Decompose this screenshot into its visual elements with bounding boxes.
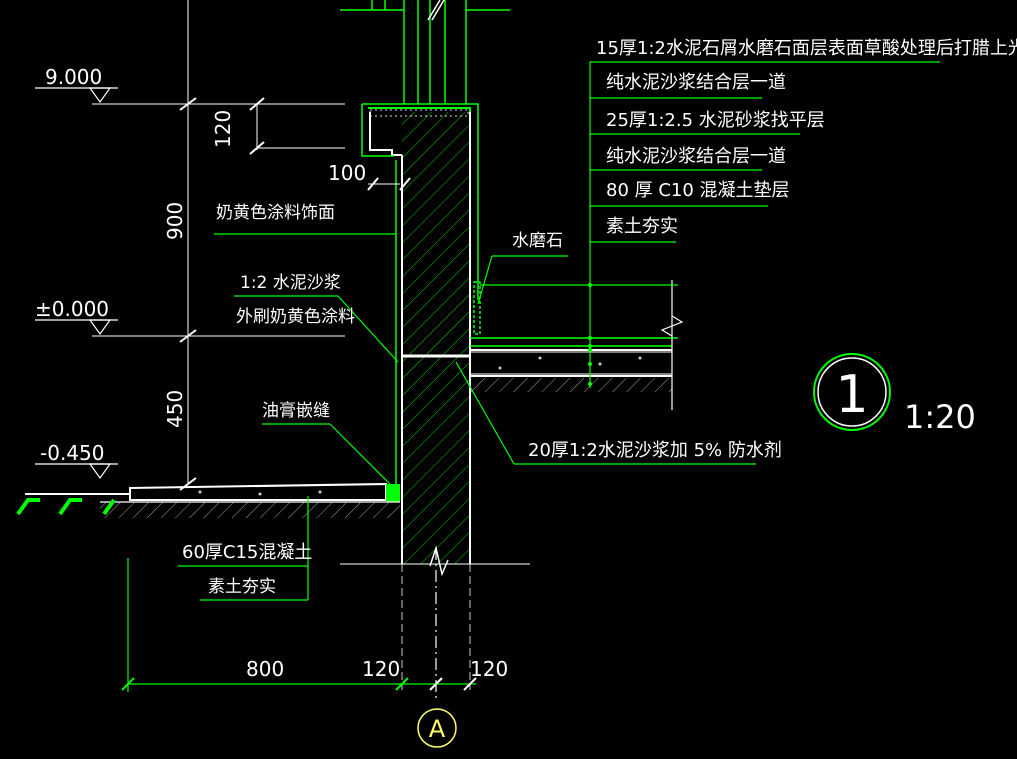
layer-2: 纯水泥沙浆结合层一道 [606, 72, 786, 93]
wall-section [340, 0, 530, 700]
layer-callout: 15厚1:2水泥石屑水磨石面层表面草酸处理后打腊上光 纯水泥沙浆结合层一道 25… [588, 38, 1017, 388]
dim-120-right: 120 [470, 657, 508, 681]
label-soil: 素土夯实 [208, 577, 276, 597]
leader-labels: 奶黄色涂料饰面 水磨石 1:2 水泥沙浆 外刷奶黄色涂料 20厚1:2水泥沙浆加… [178, 203, 782, 601]
elevation-top: 9.000 [45, 65, 102, 89]
label-mortar-2: 外刷奶黄色涂料 [236, 307, 355, 327]
dim-800: 800 [246, 657, 284, 681]
elevation-zero: ±0.000 [35, 297, 109, 321]
horizontal-dimensions: 800 120 120 [121, 558, 508, 692]
exterior-ground [16, 482, 400, 518]
interior-floor [469, 280, 684, 410]
layer-6: 素土夯实 [606, 216, 678, 237]
label-waterproof: 20厚1:2水泥沙浆加 5% 防水剂 [528, 440, 782, 461]
label-asphalt-joint: 油膏嵌缝 [262, 400, 330, 421]
detail-scale: 1:20 [904, 398, 976, 436]
dim-120-left: 120 [362, 657, 400, 681]
vertical-dimensions: 900 450 120 100 [163, 0, 411, 491]
dim-450: 450 [163, 390, 187, 428]
dim-120-vertical: 120 [211, 110, 235, 148]
layer-1: 15厚1:2水泥石屑水磨石面层表面草酸处理后打腊上光 [596, 38, 1017, 59]
label-terrazzo: 水磨石 [512, 231, 563, 251]
label-mortar-1: 1:2 水泥沙浆 [240, 273, 341, 293]
layer-3: 25厚1:2.5 水泥砂浆找平层 [606, 110, 825, 131]
label-paint-finish: 奶黄色涂料饰面 [216, 203, 335, 223]
elevation-bottom: -0.450 [40, 441, 104, 465]
elevation-markers: 9.000 ±0.000 -0.450 [35, 65, 345, 480]
layer-5: 80 厚 C10 混凝土垫层 [606, 180, 790, 201]
layer-4: 纯水泥沙浆结合层一道 [606, 146, 786, 167]
dim-900: 900 [163, 202, 187, 240]
detail-marker: 1 1:20 [813, 353, 976, 436]
dim-100: 100 [328, 161, 366, 185]
axis-label: A [429, 715, 446, 743]
detail-number: 1 [835, 365, 868, 425]
axis-marker: A [417, 708, 457, 748]
label-concrete-c15: 60厚C15混凝土 [182, 542, 312, 563]
